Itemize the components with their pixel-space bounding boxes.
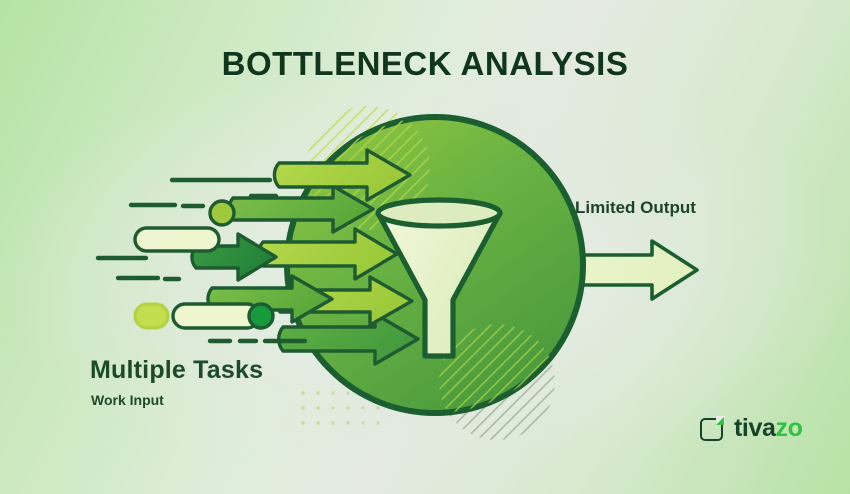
brand-name-accent: zo	[775, 413, 803, 442]
label-work-input: Work Input	[91, 392, 164, 408]
label-limited-output: Limited Output	[575, 198, 696, 217]
tivazo-mark-icon	[700, 415, 725, 441]
page-title: BOTTLENECK ANALYSIS	[221, 45, 629, 82]
brand-name: tivazo	[734, 413, 803, 442]
brand-logo[interactable]: tivazo	[700, 410, 803, 446]
input-arrow-7	[277, 312, 420, 366]
funnel-rim	[375, 197, 503, 229]
brand-name-primary: tiva	[734, 413, 776, 442]
input-arrow-1	[272, 148, 412, 202]
bottleneck-funnel	[375, 197, 503, 359]
motion-pills	[133, 199, 275, 330]
label-multiple-tasks: Multiple Tasks	[90, 356, 264, 384]
motion-dashes	[95, 177, 308, 344]
